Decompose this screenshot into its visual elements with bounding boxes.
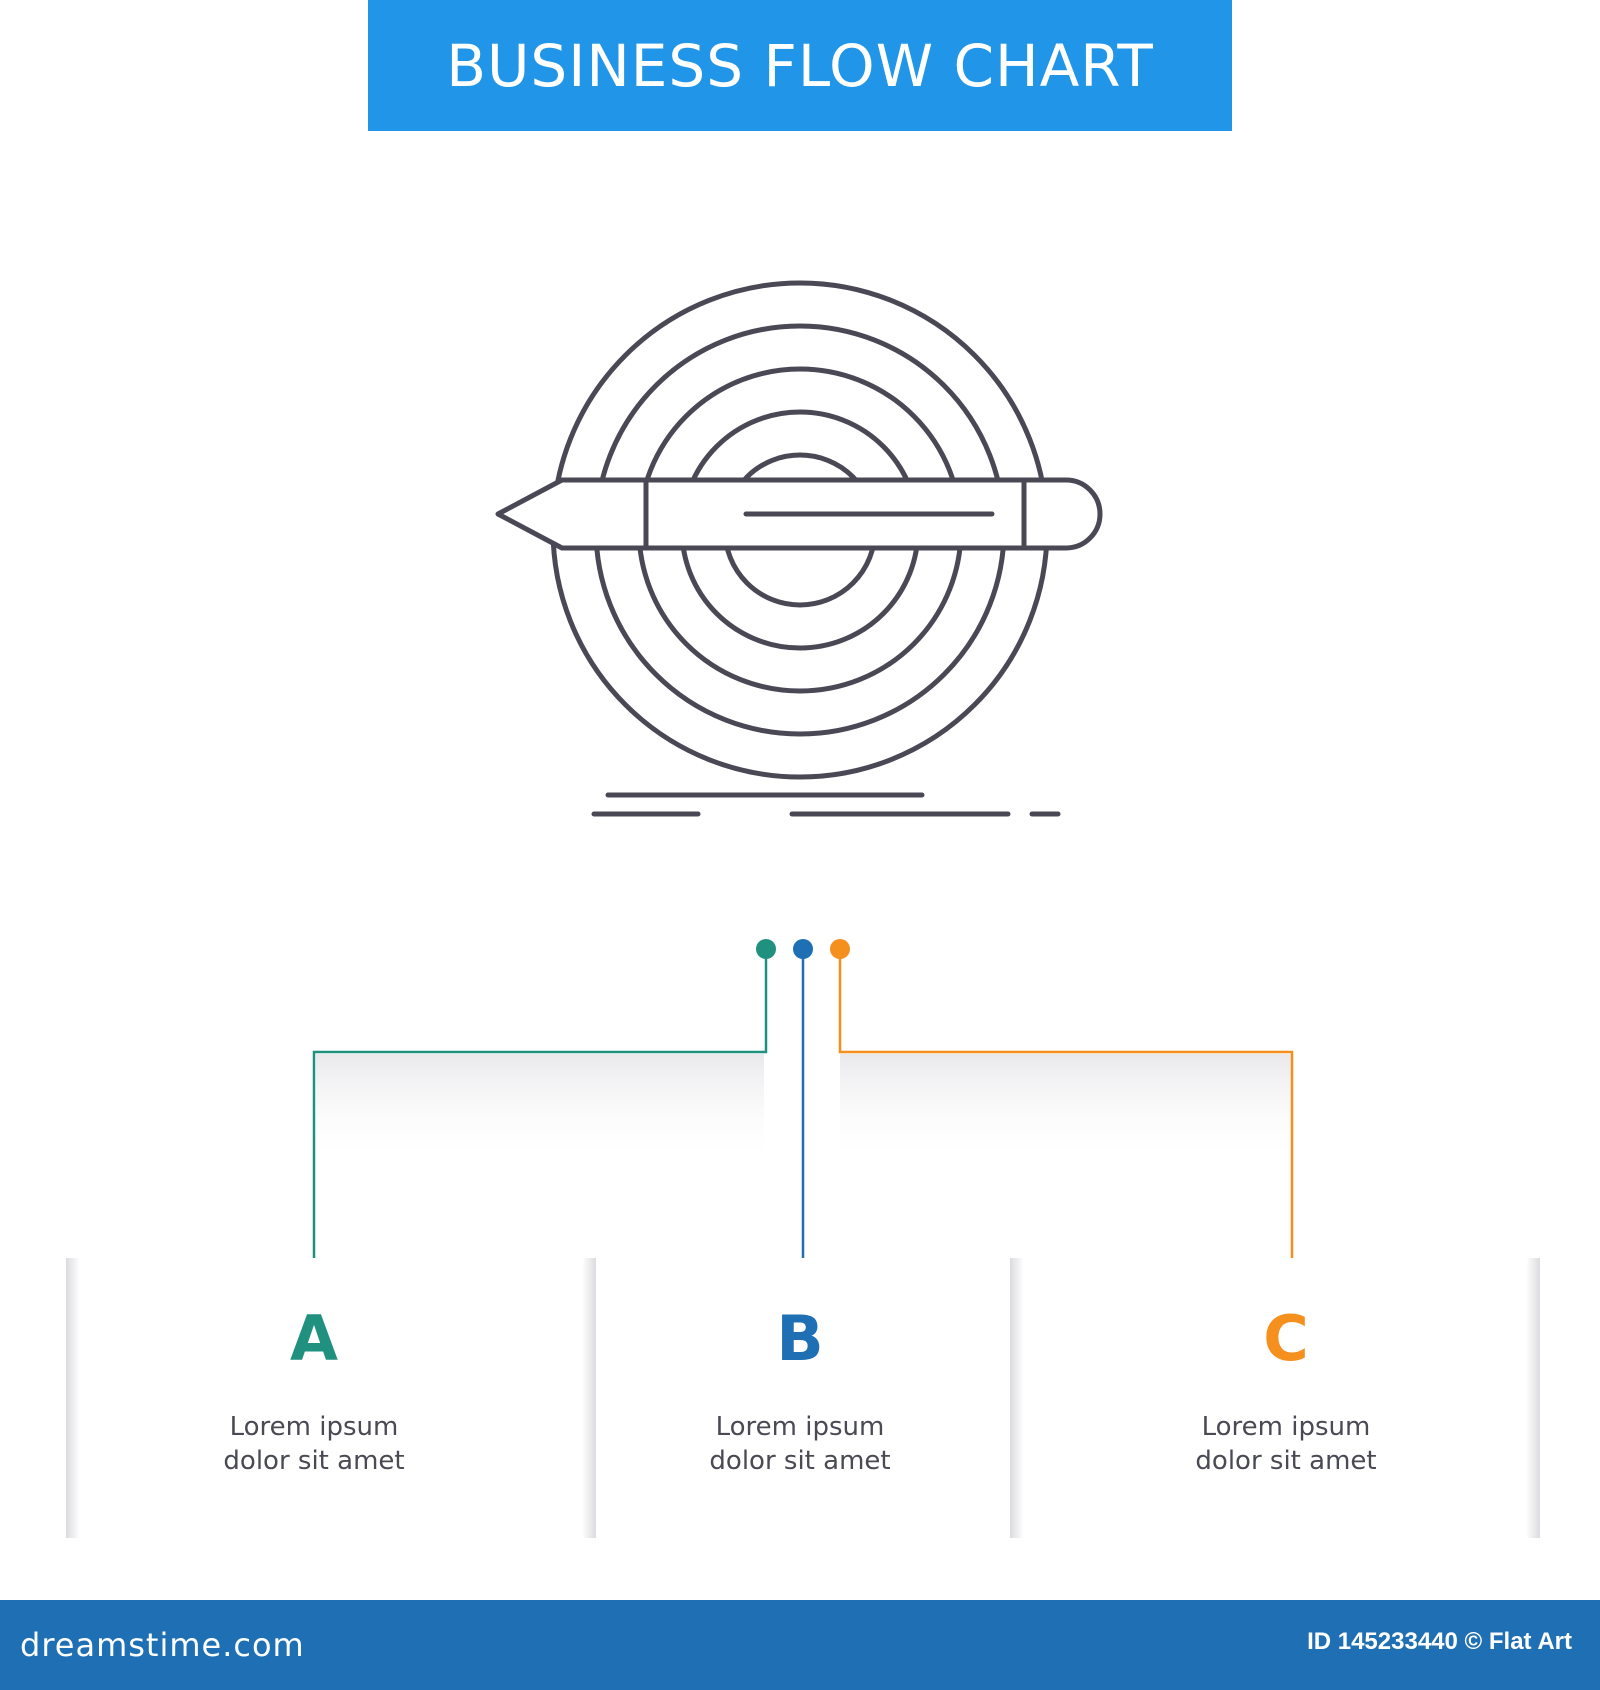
option-b-line-1: Lorem ipsum: [715, 1412, 885, 1442]
option-c-text: Lorem ipsum dolor sit amet: [1126, 1410, 1446, 1478]
shadow-left: [316, 1054, 764, 1164]
card-a: [66, 1258, 596, 1538]
card-c: [1010, 1258, 1540, 1538]
flow-diagram: [66, 280, 1540, 1538]
option-b-letter: B: [776, 1302, 824, 1375]
footer-brand[interactable]: dreamstime.com: [20, 1626, 305, 1664]
option-c-letter: C: [1263, 1302, 1309, 1375]
target-pencil-icon: [495, 280, 1103, 817]
title-banner: BUSINESS FLOW CHART: [368, 0, 1232, 131]
footer-image-id: ID 145233440 © Flat Art: [1307, 1628, 1572, 1655]
option-a-line-2: dolor sit amet: [223, 1446, 405, 1476]
connector-line-a: [312, 949, 768, 1276]
option-a-text: Lorem ipsum dolor sit amet: [154, 1410, 474, 1478]
option-c-line-1: Lorem ipsum: [1201, 1412, 1371, 1442]
option-c-line-2: dolor sit amet: [1195, 1446, 1377, 1476]
footer-bar: dreamstime.com ID 145233440 © Flat Art: [0, 1600, 1600, 1690]
option-b-text: Lorem ipsum dolor sit amet: [640, 1410, 960, 1478]
option-b-line-2: dolor sit amet: [709, 1446, 891, 1476]
option-a-letter: A: [290, 1302, 338, 1375]
option-a-line-1: Lorem ipsum: [229, 1412, 399, 1442]
page-title: BUSINESS FLOW CHART: [446, 31, 1154, 100]
connector-line-c: [838, 949, 1294, 1276]
shadow-right: [840, 1054, 1292, 1164]
